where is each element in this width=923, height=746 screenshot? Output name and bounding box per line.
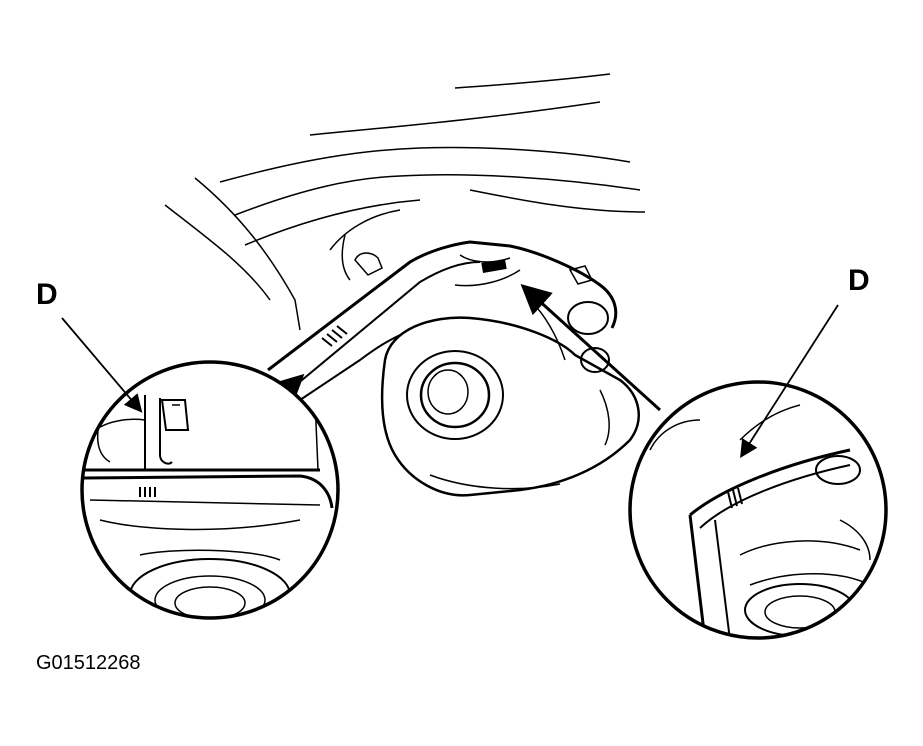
- alignment-marks: [321, 258, 507, 347]
- control-arm: [267, 234, 640, 497]
- callout-leaders: [61, 304, 839, 459]
- detail-view-right: [628, 380, 888, 640]
- callout-label-left: D: [36, 278, 58, 311]
- callout-label-right: D: [848, 264, 870, 297]
- body-contour-lines: [164, 73, 646, 331]
- detail-view-left: [80, 360, 340, 620]
- figure-identifier: G01512268: [36, 652, 141, 674]
